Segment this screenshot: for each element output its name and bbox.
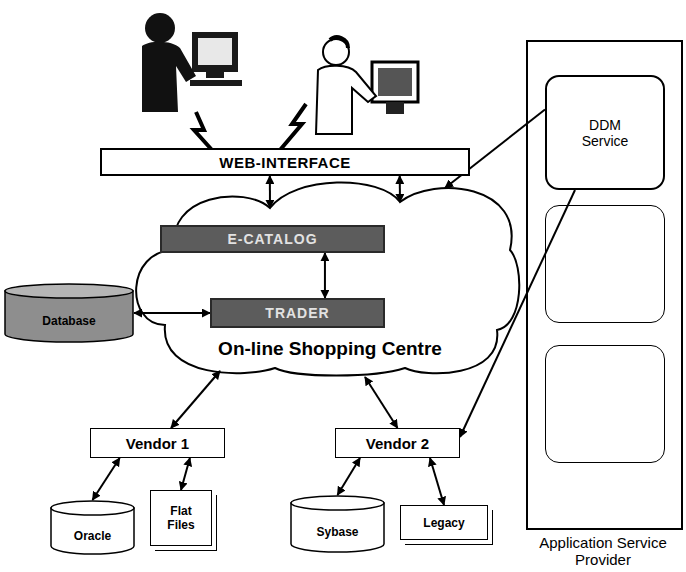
module-box: E-CATALOG (160, 225, 385, 253)
node-label: WEB-INTERFACE (219, 154, 351, 171)
screen (378, 68, 412, 96)
monitor-stand (206, 72, 224, 78)
legacy-box: Legacy (400, 505, 488, 540)
monitor (372, 62, 418, 102)
connector (365, 377, 398, 428)
interface-bar: WEB-INTERFACE (100, 148, 470, 176)
empty-slot (545, 205, 665, 323)
connector (324, 253, 326, 298)
node-label: Vendor 1 (126, 435, 189, 452)
node-label: Database (42, 314, 95, 328)
monitor (192, 32, 238, 72)
cylinder-shape (4, 283, 134, 343)
monitor-stand (386, 102, 404, 114)
node-label: Vendor 2 (366, 435, 429, 452)
node-label: Legacy (423, 516, 464, 530)
connector (134, 312, 210, 314)
node-label: TRADER (265, 305, 329, 321)
cylinder-top (291, 496, 384, 510)
node-label: Flat Files (167, 504, 194, 532)
lightning (280, 104, 306, 150)
vendor-box: Vendor 1 (90, 428, 225, 458)
user-right (280, 37, 418, 150)
connector (171, 371, 220, 428)
vendor-box: Vendor 2 (335, 428, 460, 458)
screen (198, 38, 232, 65)
lightning (194, 112, 212, 150)
connector (269, 176, 271, 208)
cloud-region: On-line Shopping Centre E-CATALOG TRADER (125, 180, 525, 380)
head (145, 13, 175, 43)
user-left (142, 13, 242, 150)
file-box: Flat Files (150, 490, 212, 546)
connector (399, 176, 401, 202)
cylinder-top (51, 501, 134, 515)
node-label: On-line Shopping Centre (195, 338, 465, 360)
cylinder-shape (50, 500, 135, 555)
node-label: E-CATALOG (227, 231, 317, 247)
service-box: DDM Service (545, 75, 665, 190)
body (316, 66, 376, 134)
database-cylinder: Sybase (290, 495, 385, 553)
cylinder-shape (290, 495, 385, 553)
node-label: Oracle (74, 529, 111, 543)
connector (338, 458, 361, 495)
connector (460, 190, 575, 437)
module-box: TRADER (210, 298, 385, 328)
connector (181, 458, 190, 490)
database-cylinder: Oracle (50, 500, 135, 555)
body (142, 42, 196, 112)
node-label: Sybase (316, 525, 358, 539)
database-cylinder: Database (4, 283, 134, 343)
keyboard (190, 80, 242, 86)
connector (430, 458, 444, 505)
cloud-shape (136, 182, 519, 375)
hair (330, 37, 348, 48)
empty-slot (545, 345, 665, 463)
node-label: Application Service Provider (538, 534, 668, 568)
connector (93, 458, 120, 500)
cylinder-top (5, 284, 133, 298)
node-label: DDM Service (582, 117, 629, 149)
provider-band: Application Service Provider DDM Service (526, 40, 683, 570)
